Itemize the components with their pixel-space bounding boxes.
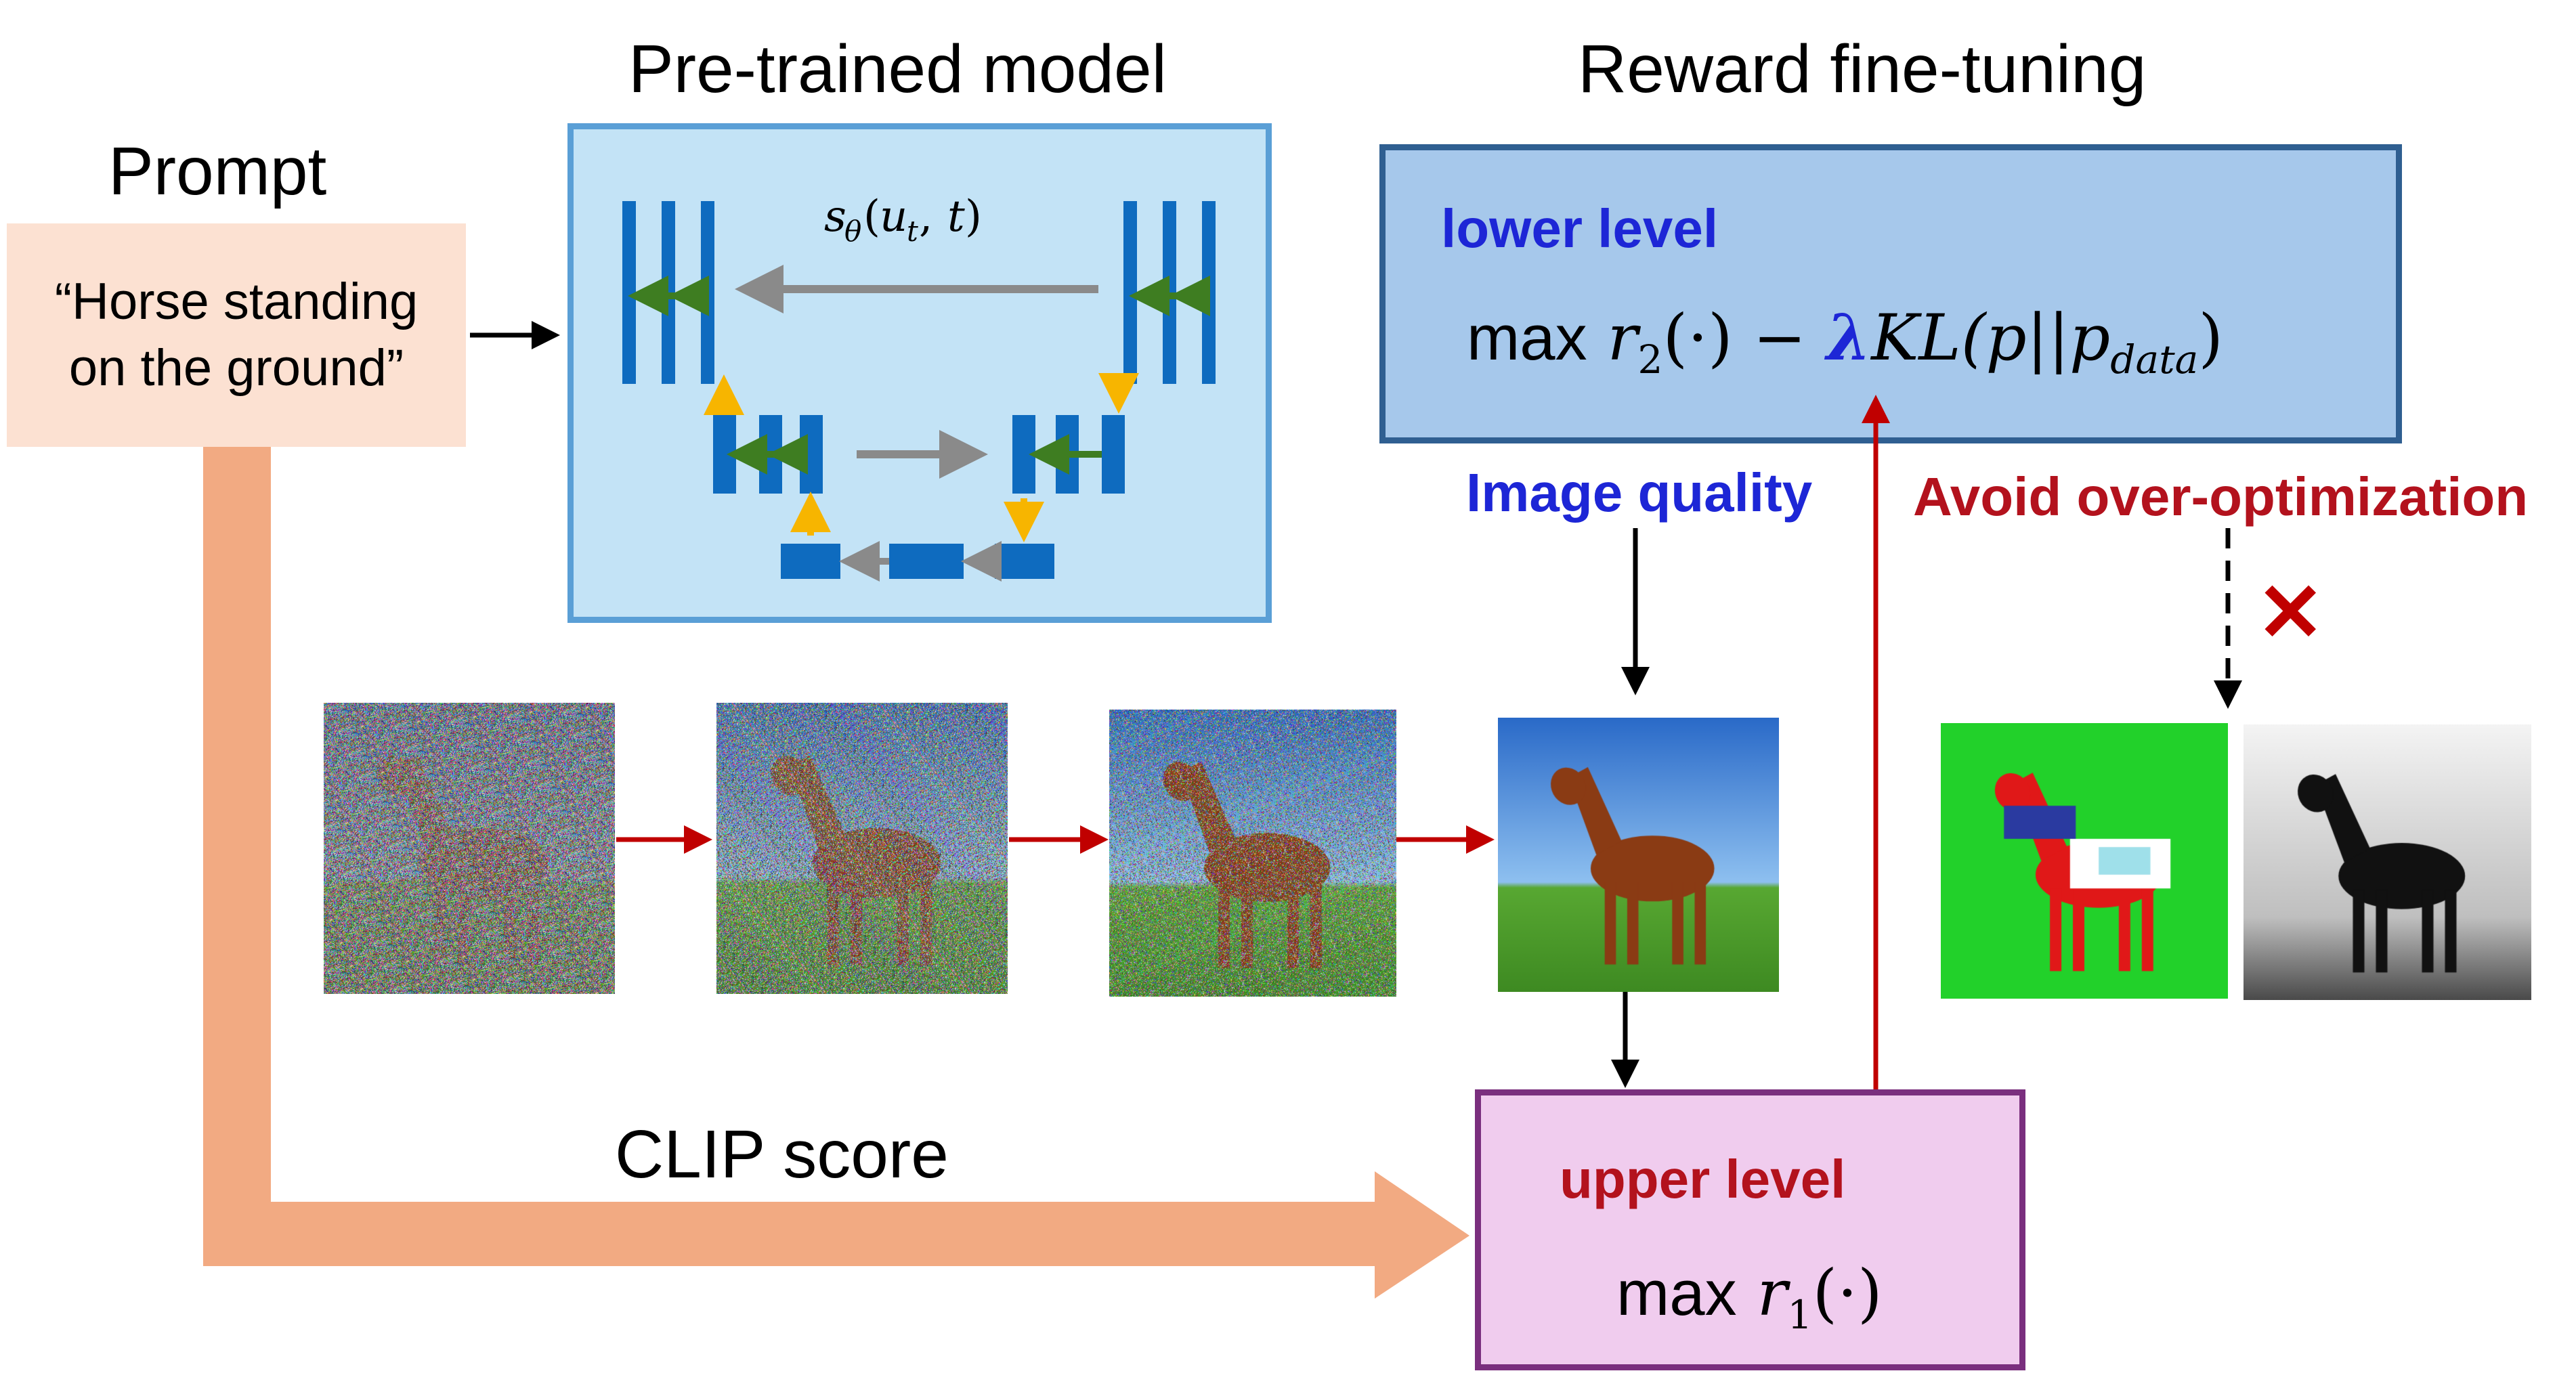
image-quality-label: Image quality xyxy=(1466,462,1813,523)
svg-text:): ) xyxy=(965,192,982,242)
prompt-line-1: “Horse standing xyxy=(54,273,418,330)
unet-diagram: s θ ( u t , t ) xyxy=(622,192,1216,582)
svg-text:,: , xyxy=(919,192,932,242)
noisy-horse-image-3 xyxy=(1109,710,1396,997)
clean-horse-image xyxy=(1498,718,1779,992)
svg-text:t: t xyxy=(907,215,918,248)
upper-level-label: upper level xyxy=(1560,1149,1846,1209)
unet-block xyxy=(781,544,840,579)
noisy-horse-image-2 xyxy=(716,703,1008,994)
unet-block xyxy=(889,544,964,579)
reward-title: Reward fine-tuning xyxy=(1578,31,2147,107)
noisy-horse-image-1 xyxy=(324,703,615,994)
prompt-box: “Horse standing on the ground” xyxy=(7,223,466,447)
prompt-title: Prompt xyxy=(108,133,327,209)
unet-block xyxy=(1102,415,1125,494)
upper-level-formula: max r1(·) xyxy=(1616,1257,1883,1338)
pretrained-model-box: s θ ( u t , t ) xyxy=(567,123,1272,623)
avoid-overoptimization-label: Avoid over-optimization xyxy=(1913,466,2529,527)
prompt-line-2: on the ground” xyxy=(68,339,404,397)
over-optimized-color-horse-image xyxy=(1941,723,2228,999)
pretrained-title: Pre-trained model xyxy=(628,31,1167,107)
over-optimized-bw-horse-image xyxy=(2244,724,2531,1000)
lower-level-label: lower level xyxy=(1441,198,1719,259)
unet-block xyxy=(995,544,1054,579)
svg-text:t: t xyxy=(947,192,965,242)
unet-score-label: s xyxy=(824,192,846,242)
lower-level-box: lower level max r2(·) − λKL(p||pdata) xyxy=(1379,144,2402,443)
clip-score-label: CLIP score xyxy=(615,1116,949,1192)
svg-text:(: ( xyxy=(863,192,880,242)
lower-level-formula: max r2(·) − λKL(p||pdata) xyxy=(1467,301,2224,383)
svg-text:u: u xyxy=(880,192,907,242)
svg-text:θ: θ xyxy=(844,215,861,248)
upper-level-box: upper level max r1(·) xyxy=(1475,1089,2025,1370)
cross-icon: ✕ xyxy=(2256,567,2325,658)
